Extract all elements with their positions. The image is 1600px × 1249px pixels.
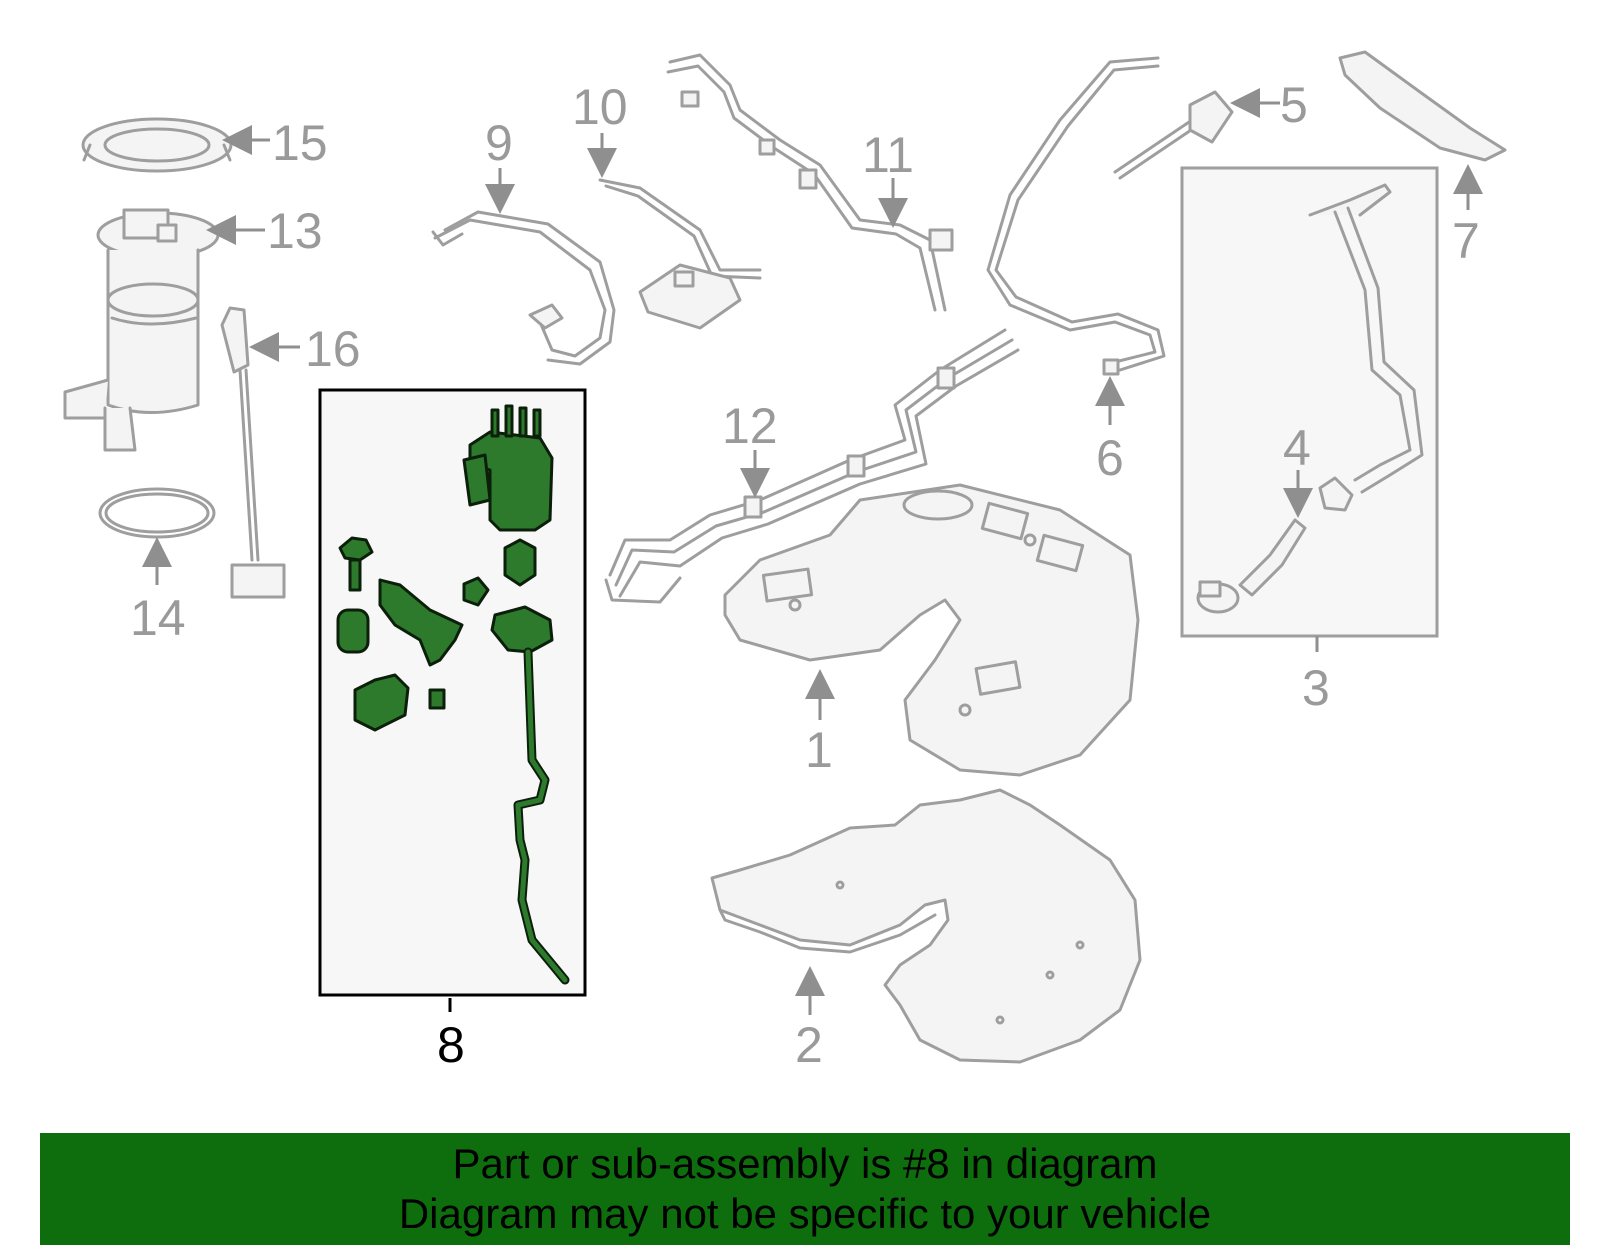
callout-11: 11 — [862, 127, 914, 183]
callout-13: 13 — [267, 203, 323, 259]
callout-2: 2 — [795, 1017, 823, 1073]
part-11-harness[interactable] — [666, 53, 954, 312]
part-14-seal[interactable] — [98, 487, 216, 539]
info-banner: Part or sub-assembly is #8 in diagram Di… — [40, 1133, 1570, 1245]
callout-3: 3 — [1302, 660, 1330, 716]
part-10-canister-line[interactable] — [598, 178, 762, 330]
callout-7: 7 — [1452, 213, 1480, 269]
banner-line-1: Part or sub-assembly is #8 in diagram — [452, 1140, 1158, 1187]
part-8-highlighted-assembly[interactable] — [318, 388, 587, 997]
part-1-fuel-tank[interactable] — [723, 483, 1140, 777]
callout-5: 5 — [1280, 77, 1308, 133]
part-15-lock-ring[interactable] — [81, 117, 233, 173]
callout-4: 4 — [1283, 420, 1311, 476]
part-12-fuel-lines[interactable] — [604, 328, 1020, 604]
part-13-fuel-pump-module[interactable] — [63, 208, 220, 452]
part-9-fuel-line[interactable] — [431, 210, 616, 366]
banner-line-2: Diagram may not be specific to your vehi… — [398, 1190, 1212, 1237]
callout-6: 6 — [1096, 430, 1124, 486]
callout-14: 14 — [130, 590, 186, 646]
callout-10: 10 — [572, 79, 628, 135]
callout-8: 8 — [437, 1017, 465, 1073]
part-16-level-sender[interactable] — [220, 306, 286, 599]
callout-16: 16 — [305, 321, 361, 377]
callout-12: 12 — [722, 398, 778, 454]
part-3-filler-assembly[interactable] — [1180, 166, 1439, 638]
part-5-valve[interactable] — [1113, 90, 1234, 180]
part-7-heat-shield[interactable] — [1338, 50, 1507, 162]
callout-15: 15 — [272, 115, 328, 171]
part-6-vent-hose[interactable] — [986, 56, 1166, 376]
callout-9: 9 — [485, 115, 513, 171]
part-2-tank-shield[interactable] — [710, 788, 1142, 1064]
part-4-hose[interactable] — [1196, 518, 1307, 614]
callout-1: 1 — [805, 722, 833, 778]
